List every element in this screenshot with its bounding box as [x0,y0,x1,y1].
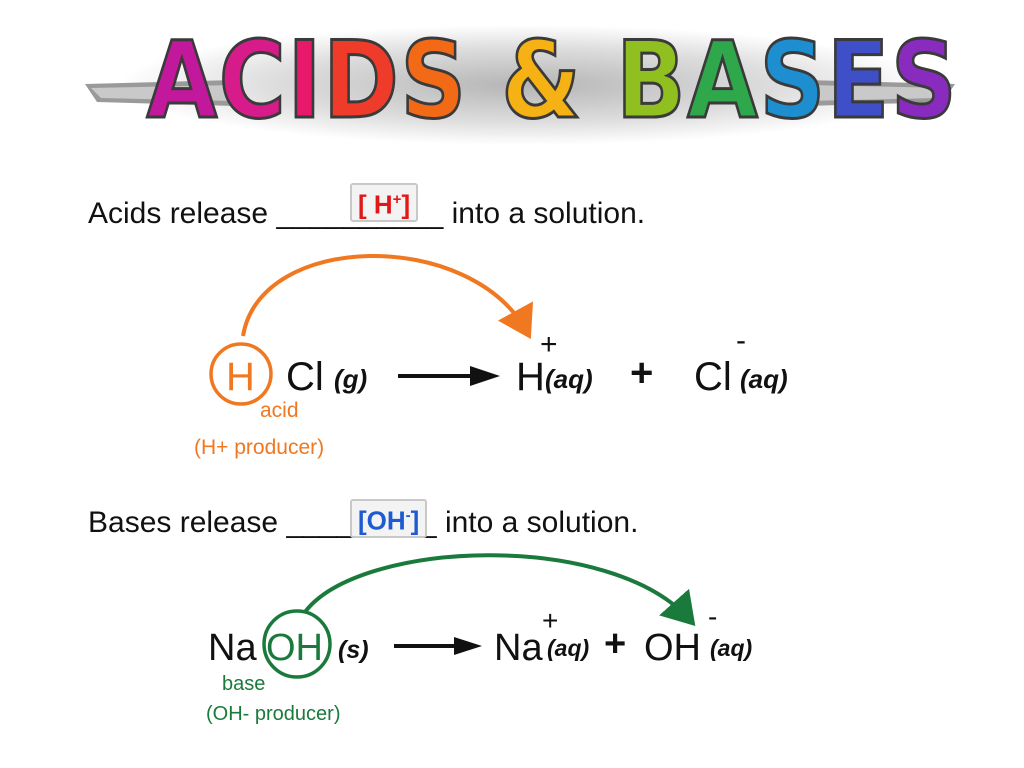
acids-prefix: Acids release [88,197,277,230]
hydroxide-symbol: OH [266,627,323,669]
base-sublabel: (OH- producer) [206,703,340,725]
acid-label: acid [260,399,299,422]
sodium-ion-charge: + [542,605,558,636]
plus-sign-1: + [630,351,653,395]
chlorine-symbol: Cl [286,355,324,399]
acids-answer-charge: + [392,191,402,208]
page-title: ACIDS & BASES [145,19,958,142]
aqueous-state-2: (aq) [740,364,788,394]
hydroxide-circle [262,609,332,679]
title-banner: ACIDS & BASES [85,18,965,148]
title-letter: A [145,19,219,142]
title-letter: E [826,19,891,142]
title-letter: D [322,19,401,142]
acids-answer-box: [ H+] [350,183,419,222]
bases-answer-charge: - [405,507,411,524]
acid-sublabel: (H+ producer) [194,436,324,459]
title-letter: S [890,19,959,142]
bases-prefix: Bases release [88,506,287,539]
bases-answer-box: [OH-] [350,499,428,538]
acids-answer-main: [ H [358,189,393,220]
title-wing-left [85,80,235,106]
reaction-arrowhead-1 [470,366,500,386]
title-letter: B [615,19,688,142]
title-letter: I [286,19,324,142]
aqueous-state-3: (aq) [547,635,589,661]
hydrogen-symbol: H [226,355,255,399]
bases-suffix: into a solution. [436,506,639,539]
title-wing-right [805,80,955,106]
hcl-transfer-arrow [241,254,533,340]
title-letter: C [218,19,288,142]
title-letter: S [758,19,827,142]
gas-state: (g) [334,364,367,394]
bases-answer-main: [OH [358,505,406,536]
naoh-transfer-arrow [303,553,696,626]
solid-state: (s) [338,636,369,664]
title-letter: A [686,19,760,142]
aqueous-state-1: (aq) [545,364,593,394]
hydrogen-ion-charge: + [540,328,558,361]
sodium-ion: Na [494,627,543,669]
sodium-symbol: Na [208,627,257,669]
chloride-ion: Cl [694,355,732,399]
title-letter: S [399,19,468,142]
aqueous-state-4: (aq) [710,635,752,661]
base-label: base [222,673,265,695]
acids-suffix: into a solution. [443,197,646,230]
hydrogen-ion: H [516,355,545,399]
title-shadow [125,26,925,144]
title-letter: & [500,19,583,142]
hydroxide-ion: OH [644,627,701,669]
acids-answer-end: ] [401,189,411,220]
plus-sign-2: + [604,623,626,665]
bases-answer-end: ] [410,505,420,536]
reaction-arrowhead-2 [454,637,482,655]
chloride-ion-charge: - [736,324,746,357]
hydrogen-circle [209,342,273,406]
hydroxide-ion-charge: - [708,601,717,632]
